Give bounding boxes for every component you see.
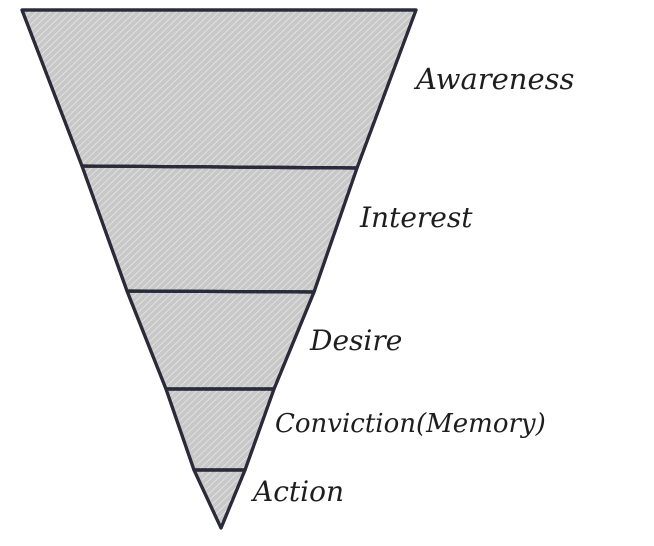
hatch-stroke: [0, 0, 406, 540]
hatch-stroke: [22, 10, 253, 528]
hatch-stroke: [22, 10, 281, 528]
hatch-stroke: [0, 0, 441, 540]
hatch-stroke: [22, 10, 239, 528]
hatch-stroke: [22, 10, 232, 528]
hatch-stroke: [0, 0, 14, 540]
stage-label-conviction: Conviction(Memory): [275, 409, 546, 439]
hatch-stroke: [22, 10, 43, 528]
hatch-stroke: [0, 0, 469, 540]
hatch-stroke: [0, 0, 434, 540]
stage-label-interest: Interest: [359, 201, 473, 234]
hatch-stroke: [0, 0, 21, 540]
hatch-stroke: [22, 10, 246, 528]
hatch-stroke: [22, 10, 155, 528]
hatch-stroke: [153, 10, 416, 528]
hatch-stroke: [0, 0, 455, 540]
hatch-stroke: [0, 0, 413, 540]
stage-action-shape: [192, 468, 247, 530]
stage-action-outline: [192, 468, 247, 530]
hatch-stroke: [22, 10, 260, 528]
hatch-stroke: [22, 10, 288, 528]
hatch-stroke: [22, 10, 29, 528]
hatch-stroke: [22, 10, 50, 528]
hatch-stroke: [22, 10, 183, 528]
stage-label-awareness: Awareness: [413, 62, 574, 96]
hatch-stroke: [0, 0, 462, 540]
hatch-stroke: [22, 10, 274, 528]
stage-action: [192, 468, 247, 530]
hatch-stroke: [22, 10, 225, 528]
hatch-stroke: [0, 0, 420, 540]
hatch-stroke: [22, 10, 267, 528]
hatch-stroke: [0, 0, 448, 540]
hatch-stroke: [22, 10, 36, 528]
hatch-stroke: [22, 10, 295, 528]
hatch-stroke: [22, 10, 169, 528]
hatch-stroke: [0, 0, 7, 540]
hatch-stroke: [146, 10, 416, 528]
stage-label-action: Action: [250, 475, 344, 508]
hatch-stroke: [22, 10, 197, 528]
hatch-stroke: [0, 0, 476, 540]
hatch-stroke: [22, 10, 176, 528]
hatch-stroke: [22, 10, 218, 528]
hatch-stroke: [22, 10, 302, 528]
hatch-stroke: [0, 0, 427, 540]
hatch-stroke: [22, 10, 211, 528]
hatch-stroke: [22, 10, 190, 528]
hatch-stroke: [139, 10, 416, 528]
hatch-stroke: [22, 10, 204, 528]
hatch-stroke: [22, 10, 162, 528]
stage-label-desire: Desire: [309, 324, 402, 357]
